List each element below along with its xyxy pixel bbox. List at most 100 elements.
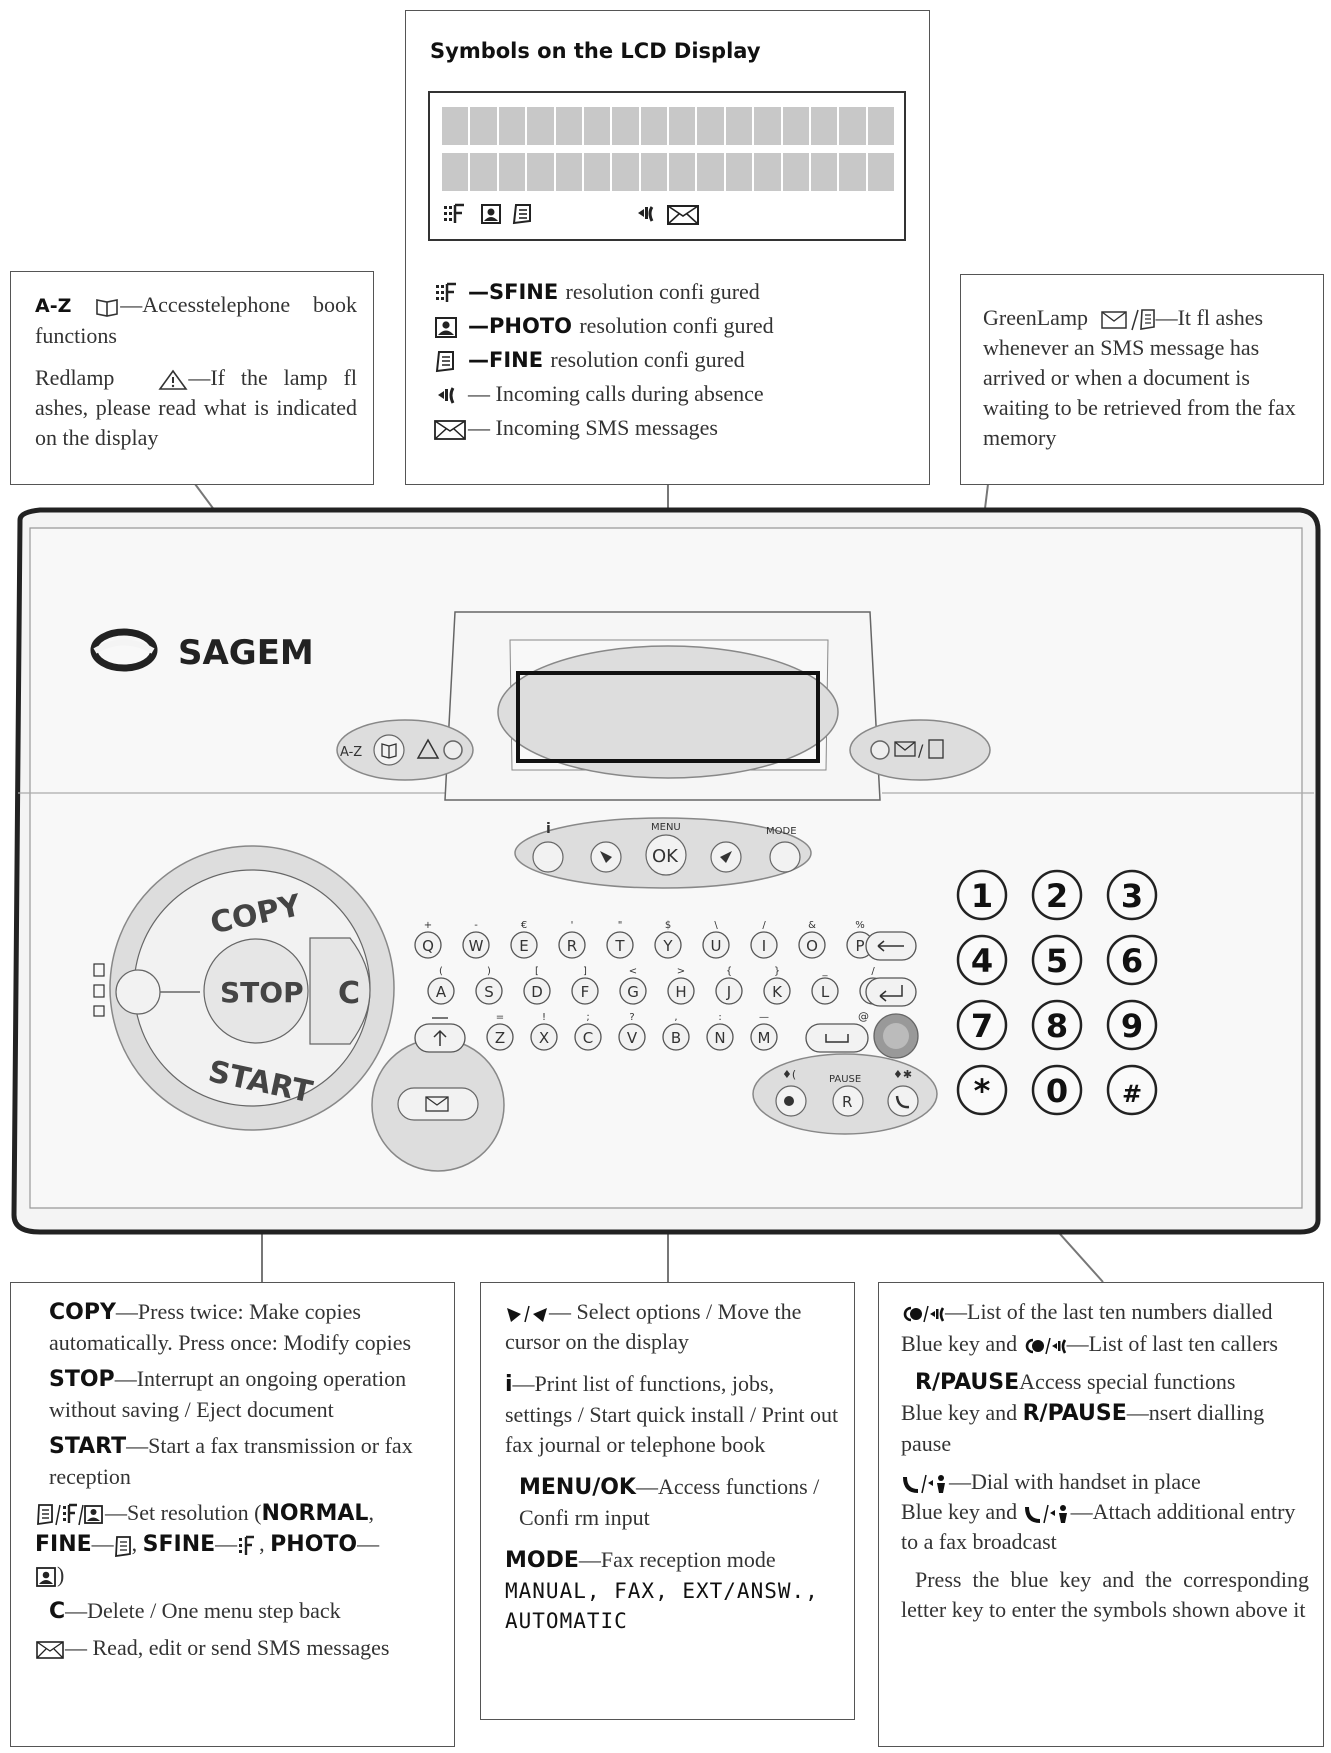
lcd-cell (470, 107, 497, 145)
letter-key[interactable] (706, 1023, 734, 1051)
sagem-logo-icon (90, 628, 158, 672)
key-symbol-label: ' (571, 920, 574, 931)
enter-key[interactable] (865, 977, 917, 1007)
handset-icon (1024, 1504, 1067, 1524)
lcd-cell (583, 153, 611, 191)
key-symbol-label: € (521, 920, 527, 931)
letter-key[interactable] (574, 1023, 602, 1051)
letter-key-label: M (758, 1029, 771, 1047)
photo-icon (36, 1567, 56, 1587)
letter-key[interactable] (811, 977, 839, 1005)
keypad-key-5[interactable] (1031, 934, 1083, 986)
resolution-button[interactable] (115, 969, 161, 1015)
keypad-key-4[interactable] (956, 934, 1008, 986)
letter-key[interactable] (475, 977, 503, 1005)
c-button[interactable] (309, 937, 371, 1045)
letter-key[interactable] (414, 931, 442, 959)
lcd-cell (442, 107, 469, 145)
keypad-key-label: 0 (1046, 1072, 1068, 1110)
key-symbol-label: = (496, 1012, 504, 1023)
space-key[interactable] (805, 1023, 869, 1053)
key-symbol-label: _ (822, 966, 829, 977)
c-description: C—Delete / One menu step back (49, 1598, 341, 1624)
letter-key[interactable] (558, 931, 586, 959)
copy-stop-start-box: COPY—Press twice: Make copies automatica… (10, 1282, 455, 1747)
info-button[interactable] (532, 841, 564, 873)
r-pause-button[interactable] (832, 1085, 864, 1117)
letter-key-label: F (581, 983, 590, 1001)
letter-key[interactable] (523, 977, 551, 1005)
brand-name: SAGEM (178, 633, 314, 673)
keypad-key-hash[interactable] (1106, 1064, 1158, 1116)
lcd-cell (810, 107, 838, 145)
svg-text:♦(: ♦( (782, 1068, 796, 1081)
keypad-key-label: 5 (1046, 942, 1068, 980)
keypad-key-0[interactable] (1031, 1064, 1083, 1116)
keypad-key-label: 2 (1046, 877, 1068, 915)
letter-key-label: Q (422, 937, 434, 955)
handset-icon (895, 1095, 910, 1109)
lcd-cell (583, 107, 611, 145)
resolution-description: —Set resolution (NORMAL, FINE—, SFINE—, … (35, 1500, 380, 1587)
stop-button[interactable] (203, 938, 309, 1044)
lcd-cell (725, 153, 753, 191)
letter-key[interactable] (606, 931, 634, 959)
handset-button[interactable] (887, 1085, 919, 1117)
lcd-cell (810, 153, 838, 191)
lcd-cell (669, 107, 696, 145)
letter-key[interactable] (619, 977, 647, 1005)
svg-text:R: R (842, 1093, 852, 1111)
lcd-cell (612, 153, 639, 191)
key-symbol-label: \ (714, 920, 718, 931)
letter-key[interactable] (654, 931, 682, 959)
letter-key[interactable] (427, 977, 455, 1005)
keypad-key-label: 7 (971, 1007, 993, 1045)
letter-key-label: S (484, 983, 494, 1001)
photo-icon (481, 204, 501, 224)
letter-key[interactable] (750, 931, 778, 959)
phonebook-redlamp-box: A-Z —Accesstelephone book functions Redl… (10, 271, 374, 485)
green-lamp-description: GreenLamp —It fl ashes whenever an SMS m… (983, 305, 1296, 450)
keypad-key-2[interactable] (1031, 869, 1083, 921)
keypad-key-9[interactable] (1106, 999, 1158, 1051)
letter-key[interactable] (702, 931, 730, 959)
arrow-left-icon (877, 940, 904, 952)
keypad-key-7[interactable] (956, 999, 1008, 1051)
keypad-key-label: # (1122, 1080, 1142, 1108)
letter-key[interactable] (715, 977, 743, 1005)
letter-key-label: J (726, 983, 731, 1001)
mode-values: MANUAL, FAX, EXT/ANSW., AUTOMATIC (505, 1579, 819, 1633)
mode-button[interactable] (769, 841, 801, 873)
letter-key-label: E (519, 937, 528, 955)
book-icon (381, 743, 397, 759)
letter-key-label: X (539, 1029, 549, 1047)
key-symbol-label: [ (535, 966, 539, 977)
svg-text:OK: OK (652, 846, 679, 867)
letter-key[interactable] (667, 977, 695, 1005)
keypad-key-3[interactable] (1106, 869, 1158, 921)
letter-key[interactable] (798, 931, 826, 959)
keypad-key-8[interactable] (1031, 999, 1083, 1051)
keypad-key-star[interactable] (956, 1064, 1008, 1116)
letter-key[interactable] (530, 1023, 558, 1051)
letter-key[interactable] (763, 977, 791, 1005)
ok-button[interactable] (645, 834, 687, 876)
letter-key[interactable] (510, 931, 538, 959)
key-symbol-label: ( (439, 966, 443, 977)
lcd-legend-term: —PHOTO (468, 314, 580, 338)
keypad-key-6[interactable] (1106, 934, 1158, 986)
green-lamp (870, 740, 890, 760)
letter-key[interactable] (750, 1023, 778, 1051)
warning-icon (158, 369, 188, 390)
letter-key[interactable] (571, 977, 599, 1005)
envelope-icon (425, 1096, 449, 1112)
letter-key[interactable] (662, 1023, 690, 1051)
keypad-key-1[interactable] (956, 869, 1008, 921)
warning-icon (416, 738, 440, 759)
letter-key[interactable] (618, 1023, 646, 1051)
letter-key[interactable] (462, 931, 490, 959)
key-symbol-label: / (762, 920, 766, 931)
letter-key[interactable] (486, 1023, 514, 1051)
key-symbol-label: { (726, 966, 732, 977)
